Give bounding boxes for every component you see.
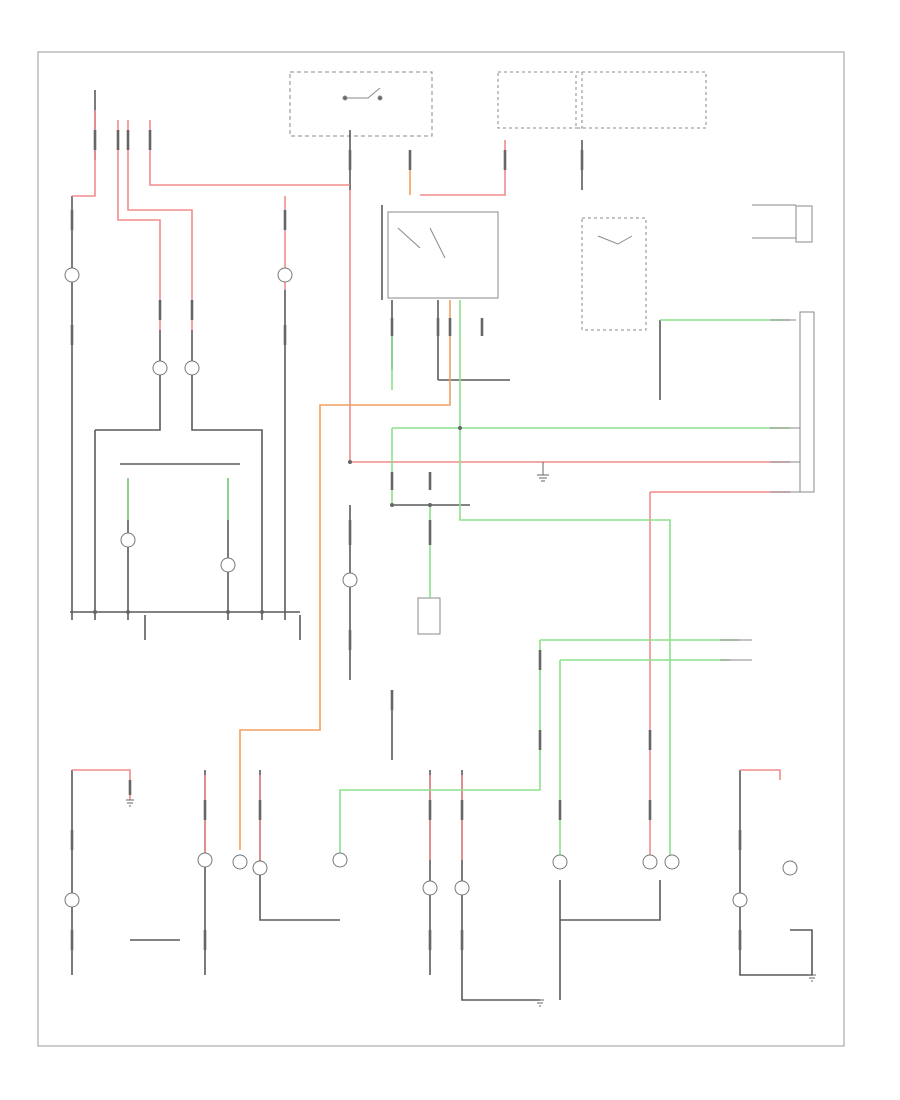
bulb-icon [422,880,438,896]
ground-icon [537,462,549,482]
bulb-icon [277,267,293,283]
bulb-icon [642,854,658,870]
ground-icon [536,999,544,1007]
bulb-icon [782,860,798,876]
lamp-symbols [64,267,798,908]
bulb-icon [64,892,80,908]
headlight-switch-box [289,71,433,137]
bulb-icon [664,854,680,870]
fuse-relay-box [497,71,707,129]
brake-switch-box [387,211,499,299]
orange-wires [239,150,451,850]
bulb-icon [252,860,268,876]
bulb-icon [184,360,200,376]
bulb-icon [152,360,168,376]
bulb-icon [220,557,236,573]
ground-icon [126,799,134,807]
connector-marks [70,130,742,950]
bulb-icon [454,880,470,896]
bulb-icon [197,852,213,868]
ground-symbols [126,462,816,1007]
bulb-icon [120,532,136,548]
bulb-icon [64,267,80,283]
ground-icon [808,974,816,982]
bulb-icon [342,572,358,588]
black-wires [70,90,813,1001]
bulb-icon [552,854,568,870]
bulb-icon [732,892,748,908]
rear-module-box [417,597,441,635]
brake-relay-box [581,217,647,331]
diagram-border [37,51,845,1047]
right-connector-ticks [720,204,800,661]
bulb-icon [232,854,248,870]
bulb-icon [332,852,348,868]
splice-points [93,426,462,614]
connector-box-right [795,205,815,493]
